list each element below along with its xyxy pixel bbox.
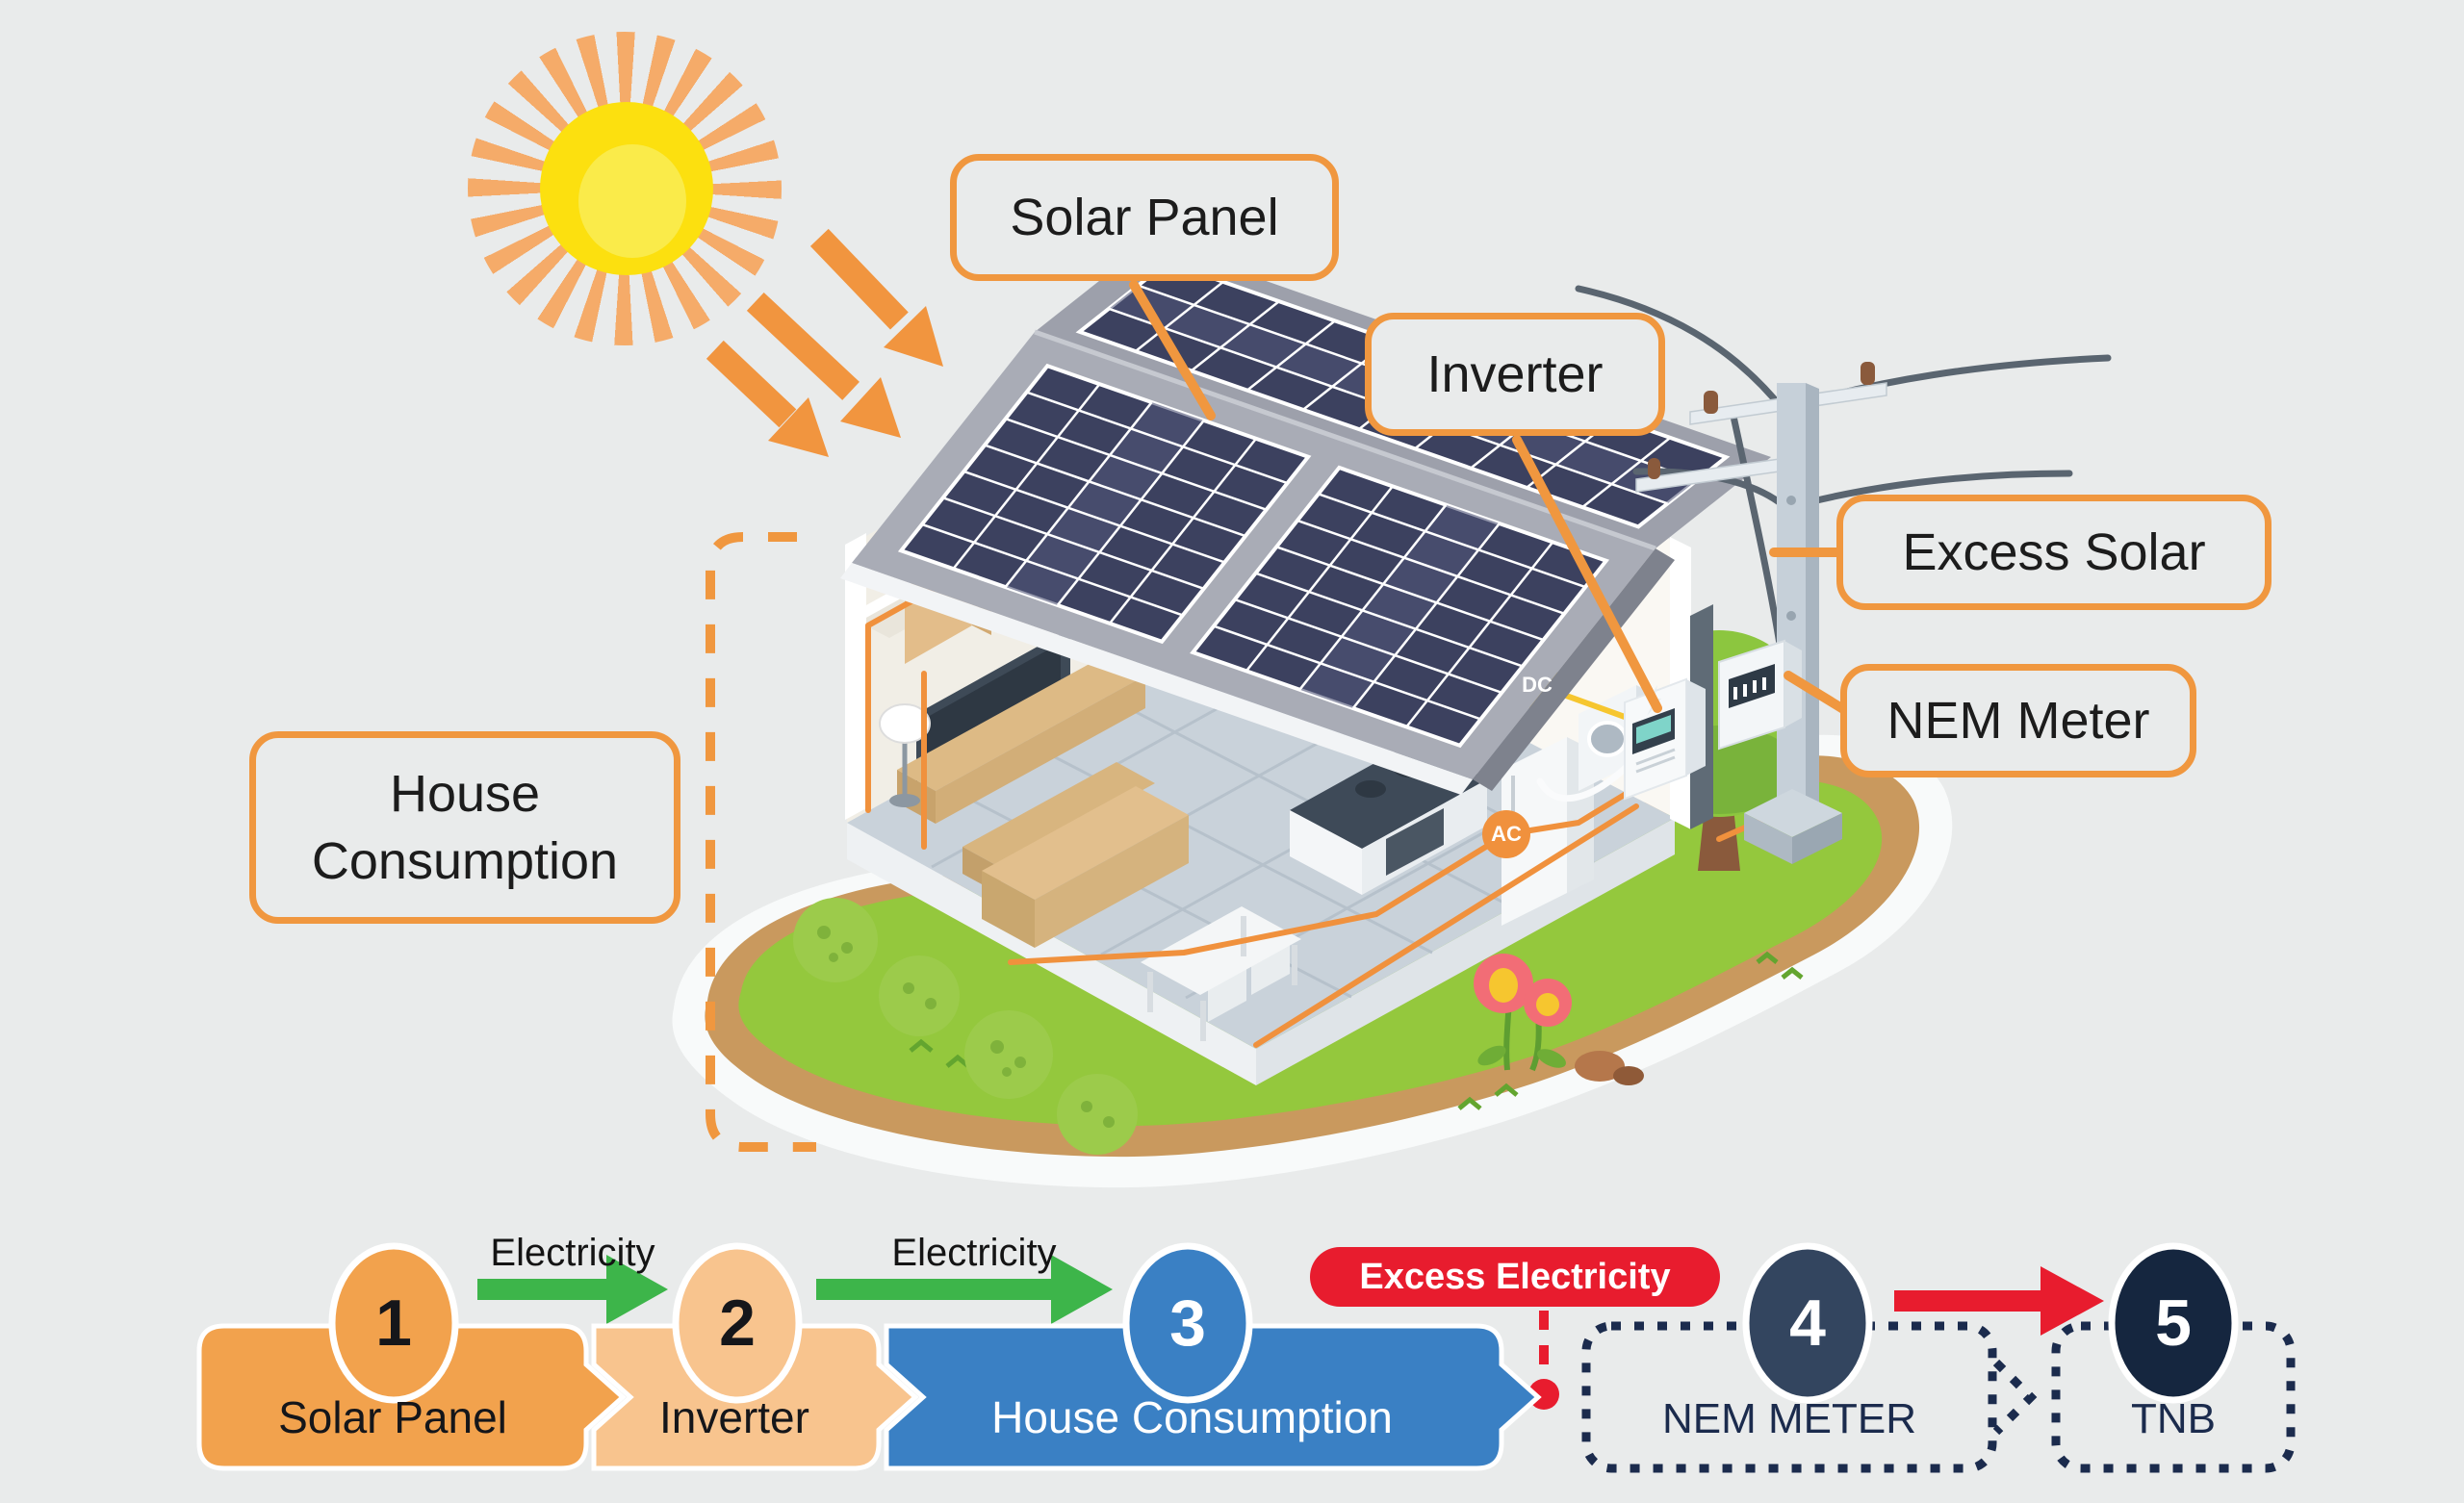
- electricity-label-1: Electricity: [490, 1232, 655, 1274]
- excess-electricity-badge: Excess Electricity: [1310, 1247, 1720, 1307]
- roof-edge-dark: [1473, 548, 1675, 791]
- electricity-arrow-1: [477, 1255, 668, 1324]
- inverter-cable: [1536, 761, 1632, 802]
- pole-side: [1806, 383, 1819, 820]
- dining-table: [1141, 906, 1301, 1041]
- utility-pole: [1575, 285, 2112, 864]
- step3-label: House Consumption: [991, 1392, 1393, 1442]
- sunlight-arrows-icon: [706, 228, 943, 457]
- inverter-callout: Inverter: [1365, 313, 1665, 436]
- electricity-arrow-2: [816, 1255, 1113, 1324]
- roof-eave-light: [840, 563, 1473, 795]
- insulators: [1648, 362, 1875, 479]
- excess-electricity-label: Excess Electricity: [1359, 1256, 1671, 1297]
- house-consumption-callout: House Consumption: [249, 731, 680, 924]
- step3-number: 3: [1169, 1286, 1206, 1360]
- electricity-label-2: Electricity: [891, 1232, 1057, 1274]
- flow-diagram: [196, 1242, 2296, 1473]
- nem-meter-callout-label: NEM Meter: [1886, 691, 2150, 750]
- nem-meter-callout: NEM Meter: [1840, 664, 2196, 777]
- house-consumption-bracket: [706, 532, 816, 1152]
- excess-solar-callout-label: Excess Solar: [1902, 522, 2206, 581]
- step4-circle: [1742, 1242, 1873, 1404]
- floor-lamp: [879, 703, 931, 807]
- inverter-callout-label: Inverter: [1426, 344, 1604, 403]
- dc-badge-label: DC: [1522, 673, 1553, 697]
- solar-panel-callout-label: Solar Panel: [1010, 188, 1279, 246]
- solar-array-front: [901, 366, 1606, 746]
- step1-label: Solar Panel: [278, 1392, 507, 1442]
- solar-panel-pointer: [1129, 280, 1216, 420]
- rocks: [1575, 1051, 1644, 1085]
- step5-label: TNB: [2131, 1395, 2216, 1442]
- step5-circle: [2108, 1242, 2239, 1404]
- nem-meter-pointer: [1784, 671, 1853, 717]
- pole-front: [1777, 383, 1806, 820]
- step2-number: 2: [719, 1286, 756, 1360]
- ac-badge-label: AC: [1491, 822, 1522, 846]
- callout-pointers: [1129, 280, 1853, 717]
- step2-label: Inverter: [659, 1392, 809, 1442]
- inverter-pointer: [1512, 435, 1662, 713]
- sun-highlight: [578, 144, 686, 258]
- excess-arrow: [1894, 1266, 2104, 1336]
- step4-number: 4: [1789, 1286, 1826, 1360]
- sofa: [962, 762, 1189, 948]
- step2-circle: [672, 1242, 803, 1404]
- grass-ticks: [909, 951, 1804, 1110]
- step4-label: NEM METER: [1662, 1395, 1916, 1442]
- flower: [1474, 954, 1572, 1072]
- bushes: [793, 898, 1138, 1155]
- step5-number: 5: [2155, 1286, 2192, 1360]
- step4-chevron: [1992, 1359, 2038, 1436]
- step1-number: 1: [375, 1286, 412, 1360]
- ac-badge-icon: [1482, 810, 1530, 858]
- excess-solar-callout: Excess Solar: [1836, 495, 2272, 610]
- house-consumption-callout-label: House Consumption: [311, 764, 619, 890]
- step4-box: [1581, 1321, 1997, 1473]
- solar-panel-callout: Solar Panel: [950, 154, 1339, 281]
- nem-meter-device: [1718, 639, 1802, 751]
- step1-circle: [328, 1242, 459, 1404]
- step3-circle: [1122, 1242, 1253, 1404]
